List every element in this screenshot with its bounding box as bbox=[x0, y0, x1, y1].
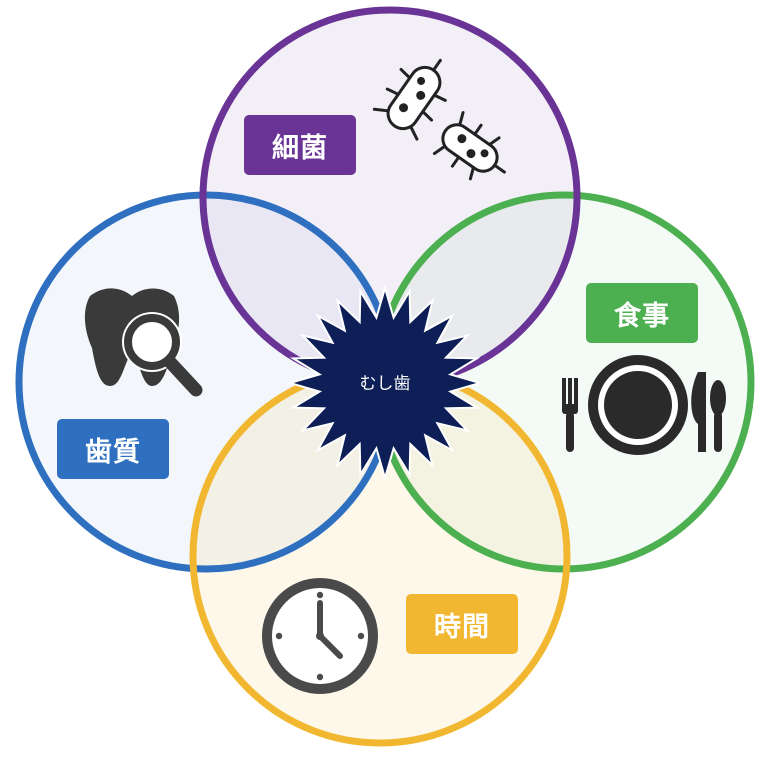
center-label: むし歯 bbox=[359, 374, 411, 394]
plate-cutlery-icon bbox=[562, 355, 726, 455]
label-bacteria: 細菌 bbox=[244, 115, 356, 175]
label-teeth: 歯質 bbox=[57, 419, 169, 479]
label-food: 食事 bbox=[586, 283, 698, 343]
bacteria-icon bbox=[372, 58, 506, 181]
tooth-magnifier-icon bbox=[84, 288, 203, 397]
caries-starburst bbox=[286, 284, 484, 482]
clock-icon bbox=[262, 578, 378, 694]
bacteria-circle-fill bbox=[203, 10, 577, 384]
label-time: 時間 bbox=[406, 594, 518, 654]
